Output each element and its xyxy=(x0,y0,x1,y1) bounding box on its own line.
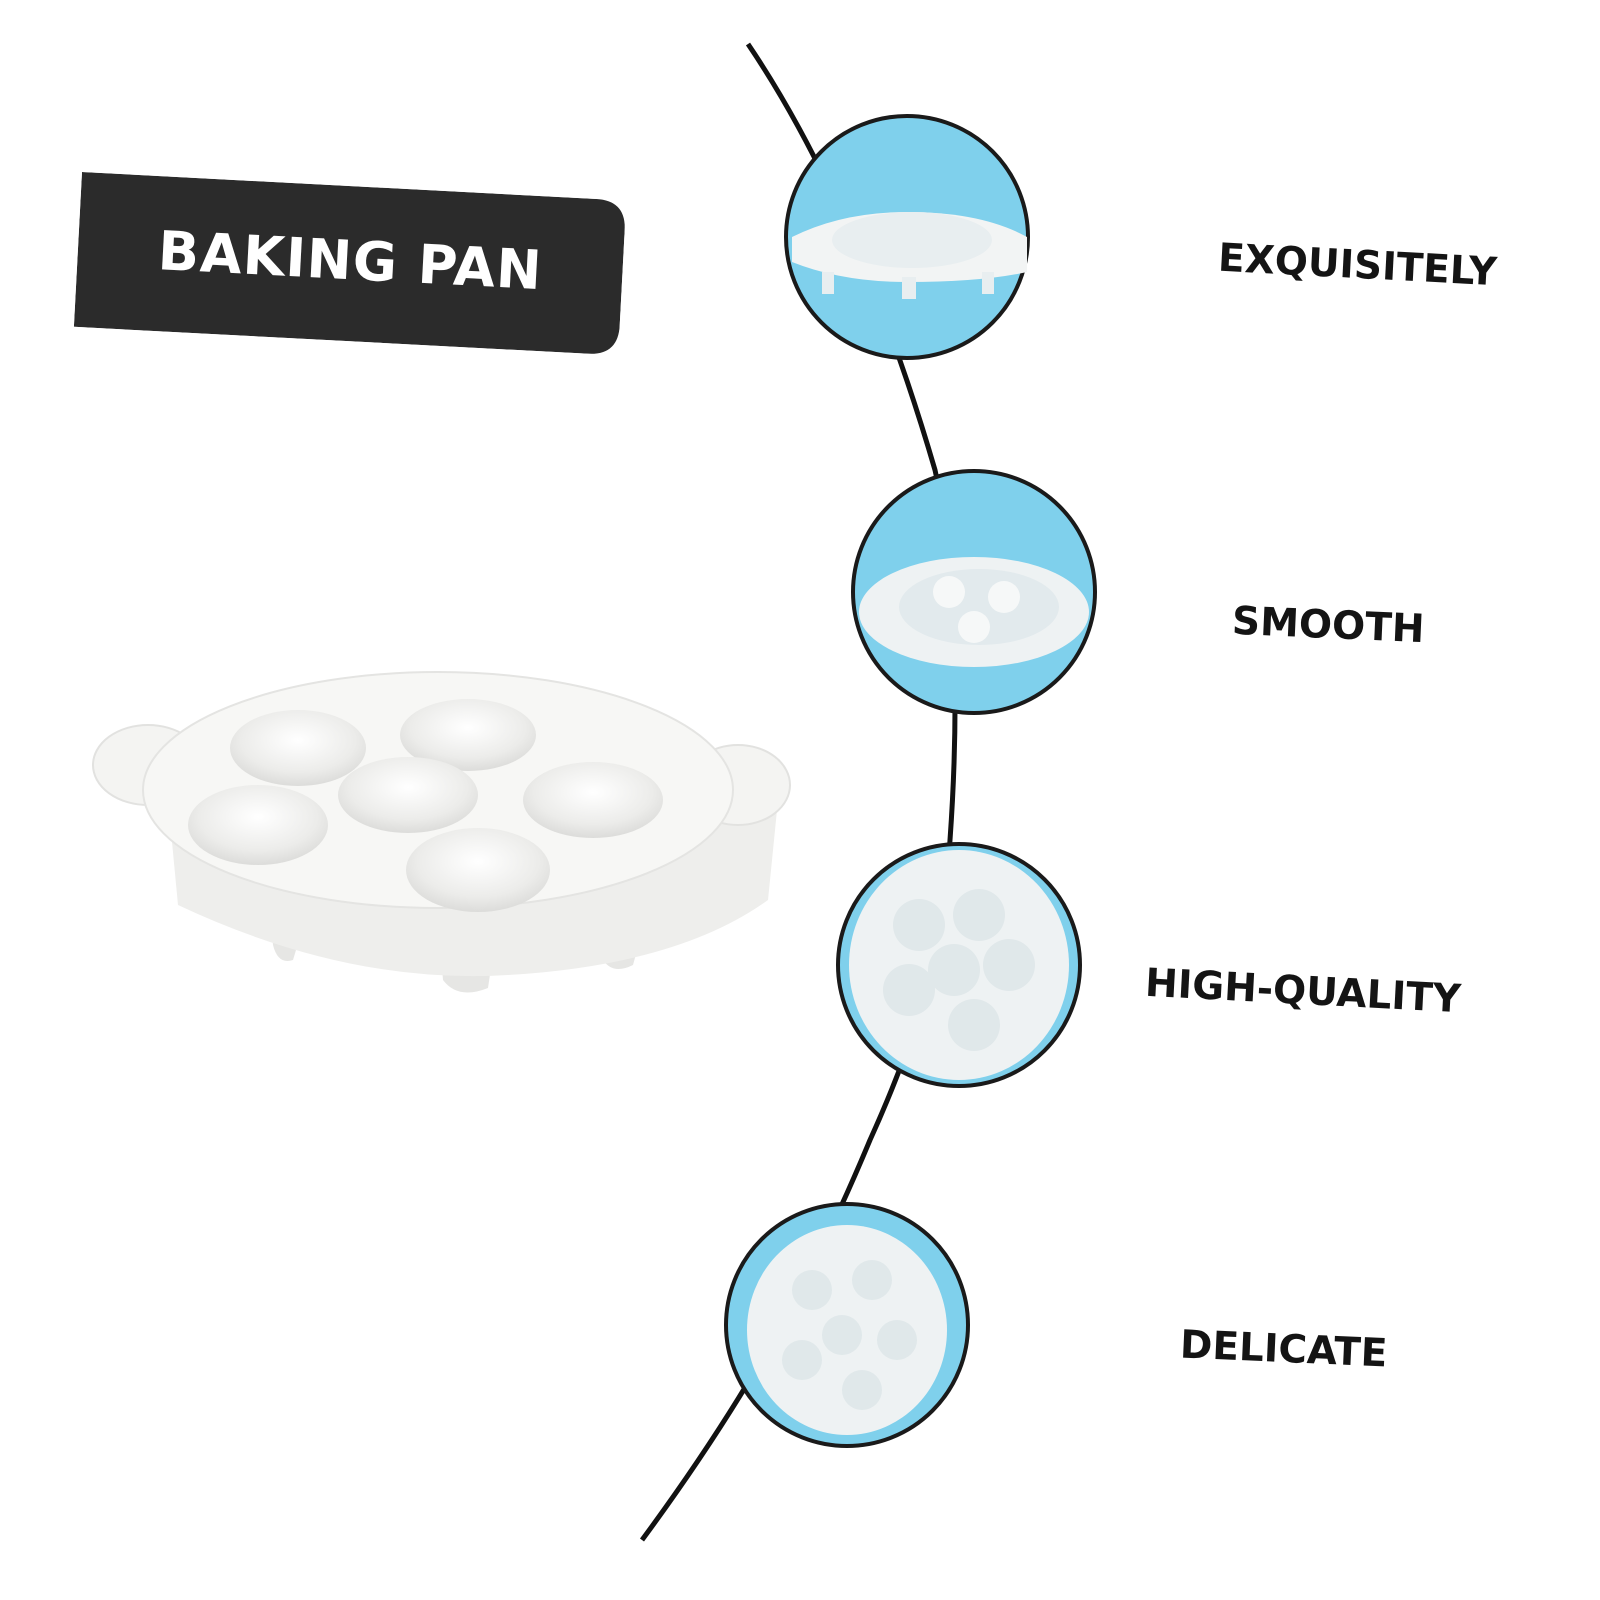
feature-image-high-quality xyxy=(836,842,1082,1088)
baking-pan-main-image xyxy=(92,671,791,993)
feature-image-exquisitely xyxy=(784,114,1030,360)
feature-label-delicate: DELICATE xyxy=(1179,1322,1389,1377)
feature-image-smooth xyxy=(851,469,1097,715)
title-banner: BAKING PAN xyxy=(73,172,626,355)
banner-shape xyxy=(73,172,625,354)
feature-image-delicate xyxy=(724,1202,970,1448)
feature-label-smooth: SMOOTH xyxy=(1231,598,1426,653)
